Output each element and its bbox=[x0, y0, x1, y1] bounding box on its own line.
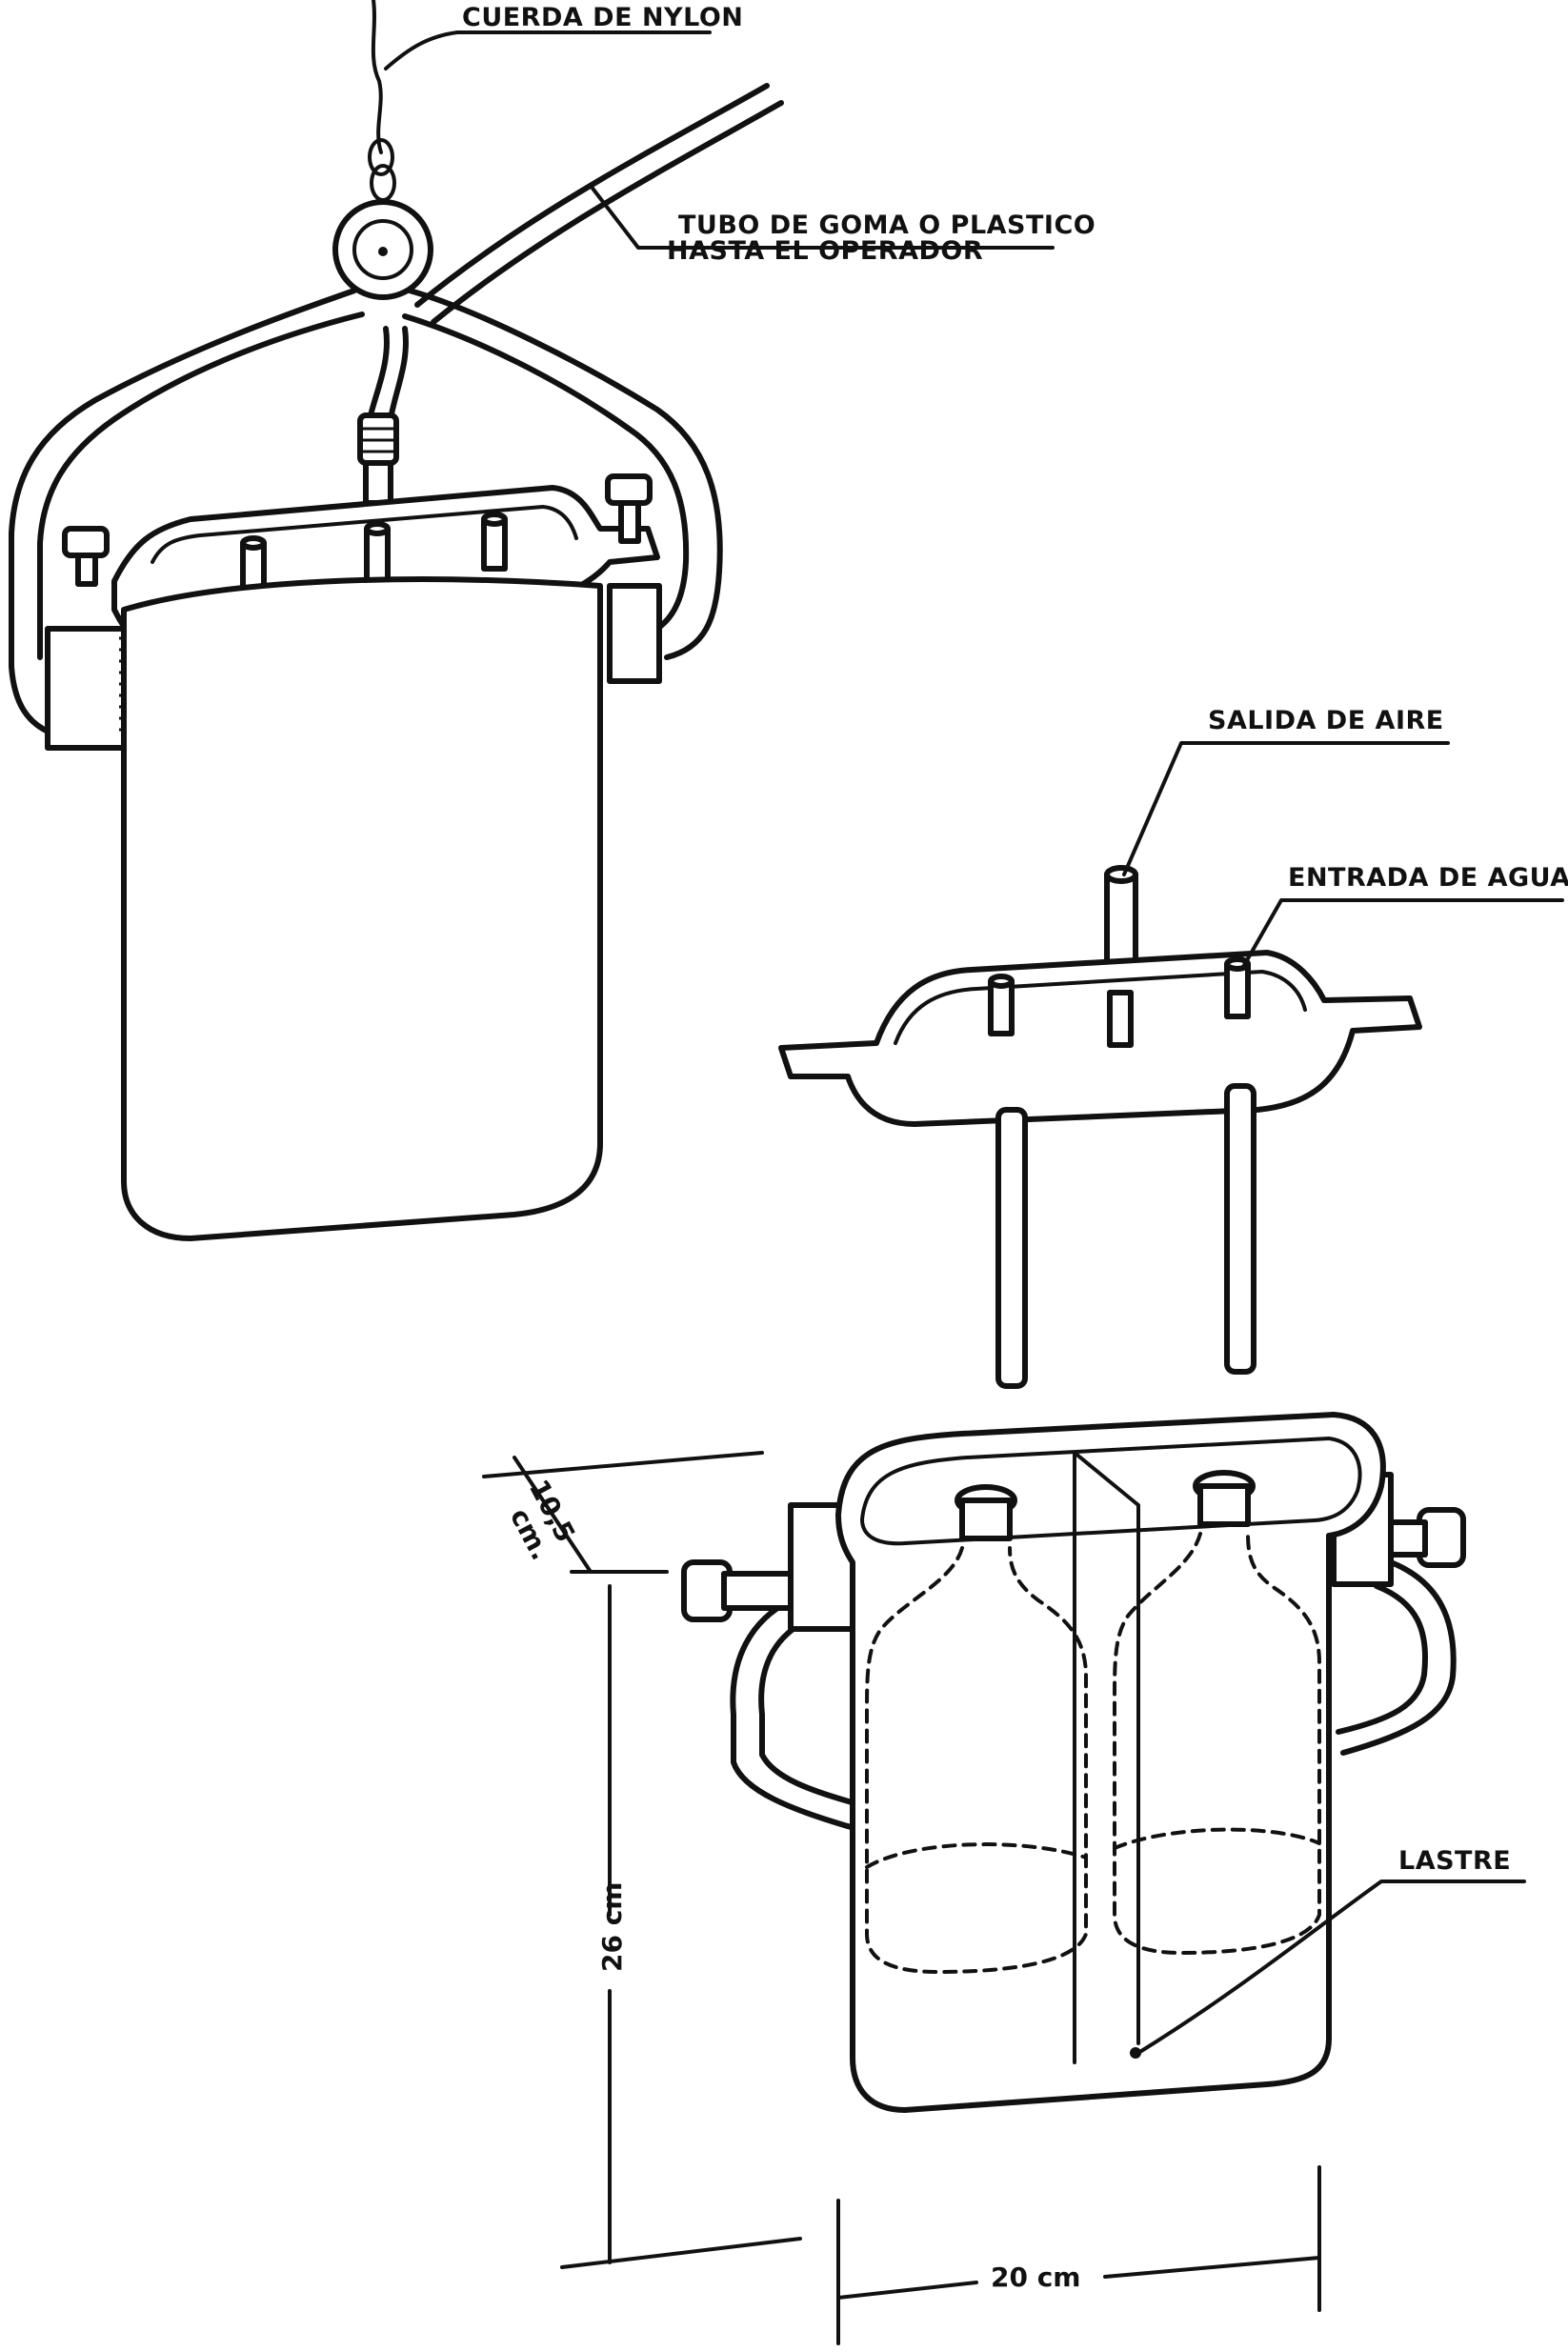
label-tube-line1: TUBO DE GOMA O PLASTICO bbox=[678, 211, 1096, 240]
left-rod bbox=[995, 1107, 1028, 1389]
dim-height: 26 cm bbox=[596, 1882, 628, 1973]
left-knob bbox=[62, 526, 110, 587]
bail-frame-right-inner bbox=[402, 313, 690, 636]
bottle-left bbox=[865, 1546, 1088, 1975]
label-ballast: LASTRE bbox=[1398, 1846, 1511, 1876]
bail-frame-inner bbox=[37, 312, 365, 660]
tube-down bbox=[367, 326, 390, 422]
ring-inner bbox=[352, 219, 413, 280]
right-rod bbox=[1224, 1083, 1256, 1375]
bottle-right bbox=[1113, 1532, 1321, 1956]
sampler-body bbox=[121, 576, 603, 1241]
suspended-sampler bbox=[9, 0, 784, 1241]
label-tube-line2: HASTA EL OPERADOR bbox=[667, 236, 983, 266]
right-knob bbox=[605, 473, 653, 544]
dimension-lines bbox=[482, 1451, 1321, 2345]
tube-to-operator bbox=[414, 83, 770, 308]
bail-frame-right-outer bbox=[407, 288, 723, 660]
air-outlet-pipe-top bbox=[363, 460, 393, 506]
lid-plate-rim bbox=[151, 505, 578, 564]
tube-to-operator-2 bbox=[431, 100, 784, 325]
ring-center-dot bbox=[378, 247, 388, 256]
label-air-outlet: SALIDA DE AIRE bbox=[1208, 706, 1444, 735]
label-water-inlet: ENTRADA DE AGUA bbox=[1288, 863, 1568, 893]
lid bbox=[778, 950, 1422, 1127]
ballast-dot bbox=[1130, 2047, 1141, 2059]
label-nylon-cord: CUERDA DE NYLON bbox=[462, 3, 743, 32]
open-container bbox=[681, 1412, 1466, 2113]
lid-assembly bbox=[778, 865, 1422, 1389]
chain-link-2 bbox=[370, 164, 396, 202]
container-handle bbox=[730, 1598, 860, 1832]
container-body bbox=[835, 1412, 1386, 2113]
tube-down-2 bbox=[388, 326, 409, 422]
bail-frame-outer bbox=[9, 288, 357, 736]
chain-link-1 bbox=[368, 138, 394, 176]
nylon-cord bbox=[371, 0, 383, 154]
hanging-ring bbox=[332, 199, 433, 300]
dim-width: 20 cm bbox=[991, 2262, 1081, 2293]
right-clamp bbox=[607, 583, 662, 684]
container-divider bbox=[1073, 1451, 1140, 2064]
leader-lines bbox=[384, 30, 1564, 2055]
